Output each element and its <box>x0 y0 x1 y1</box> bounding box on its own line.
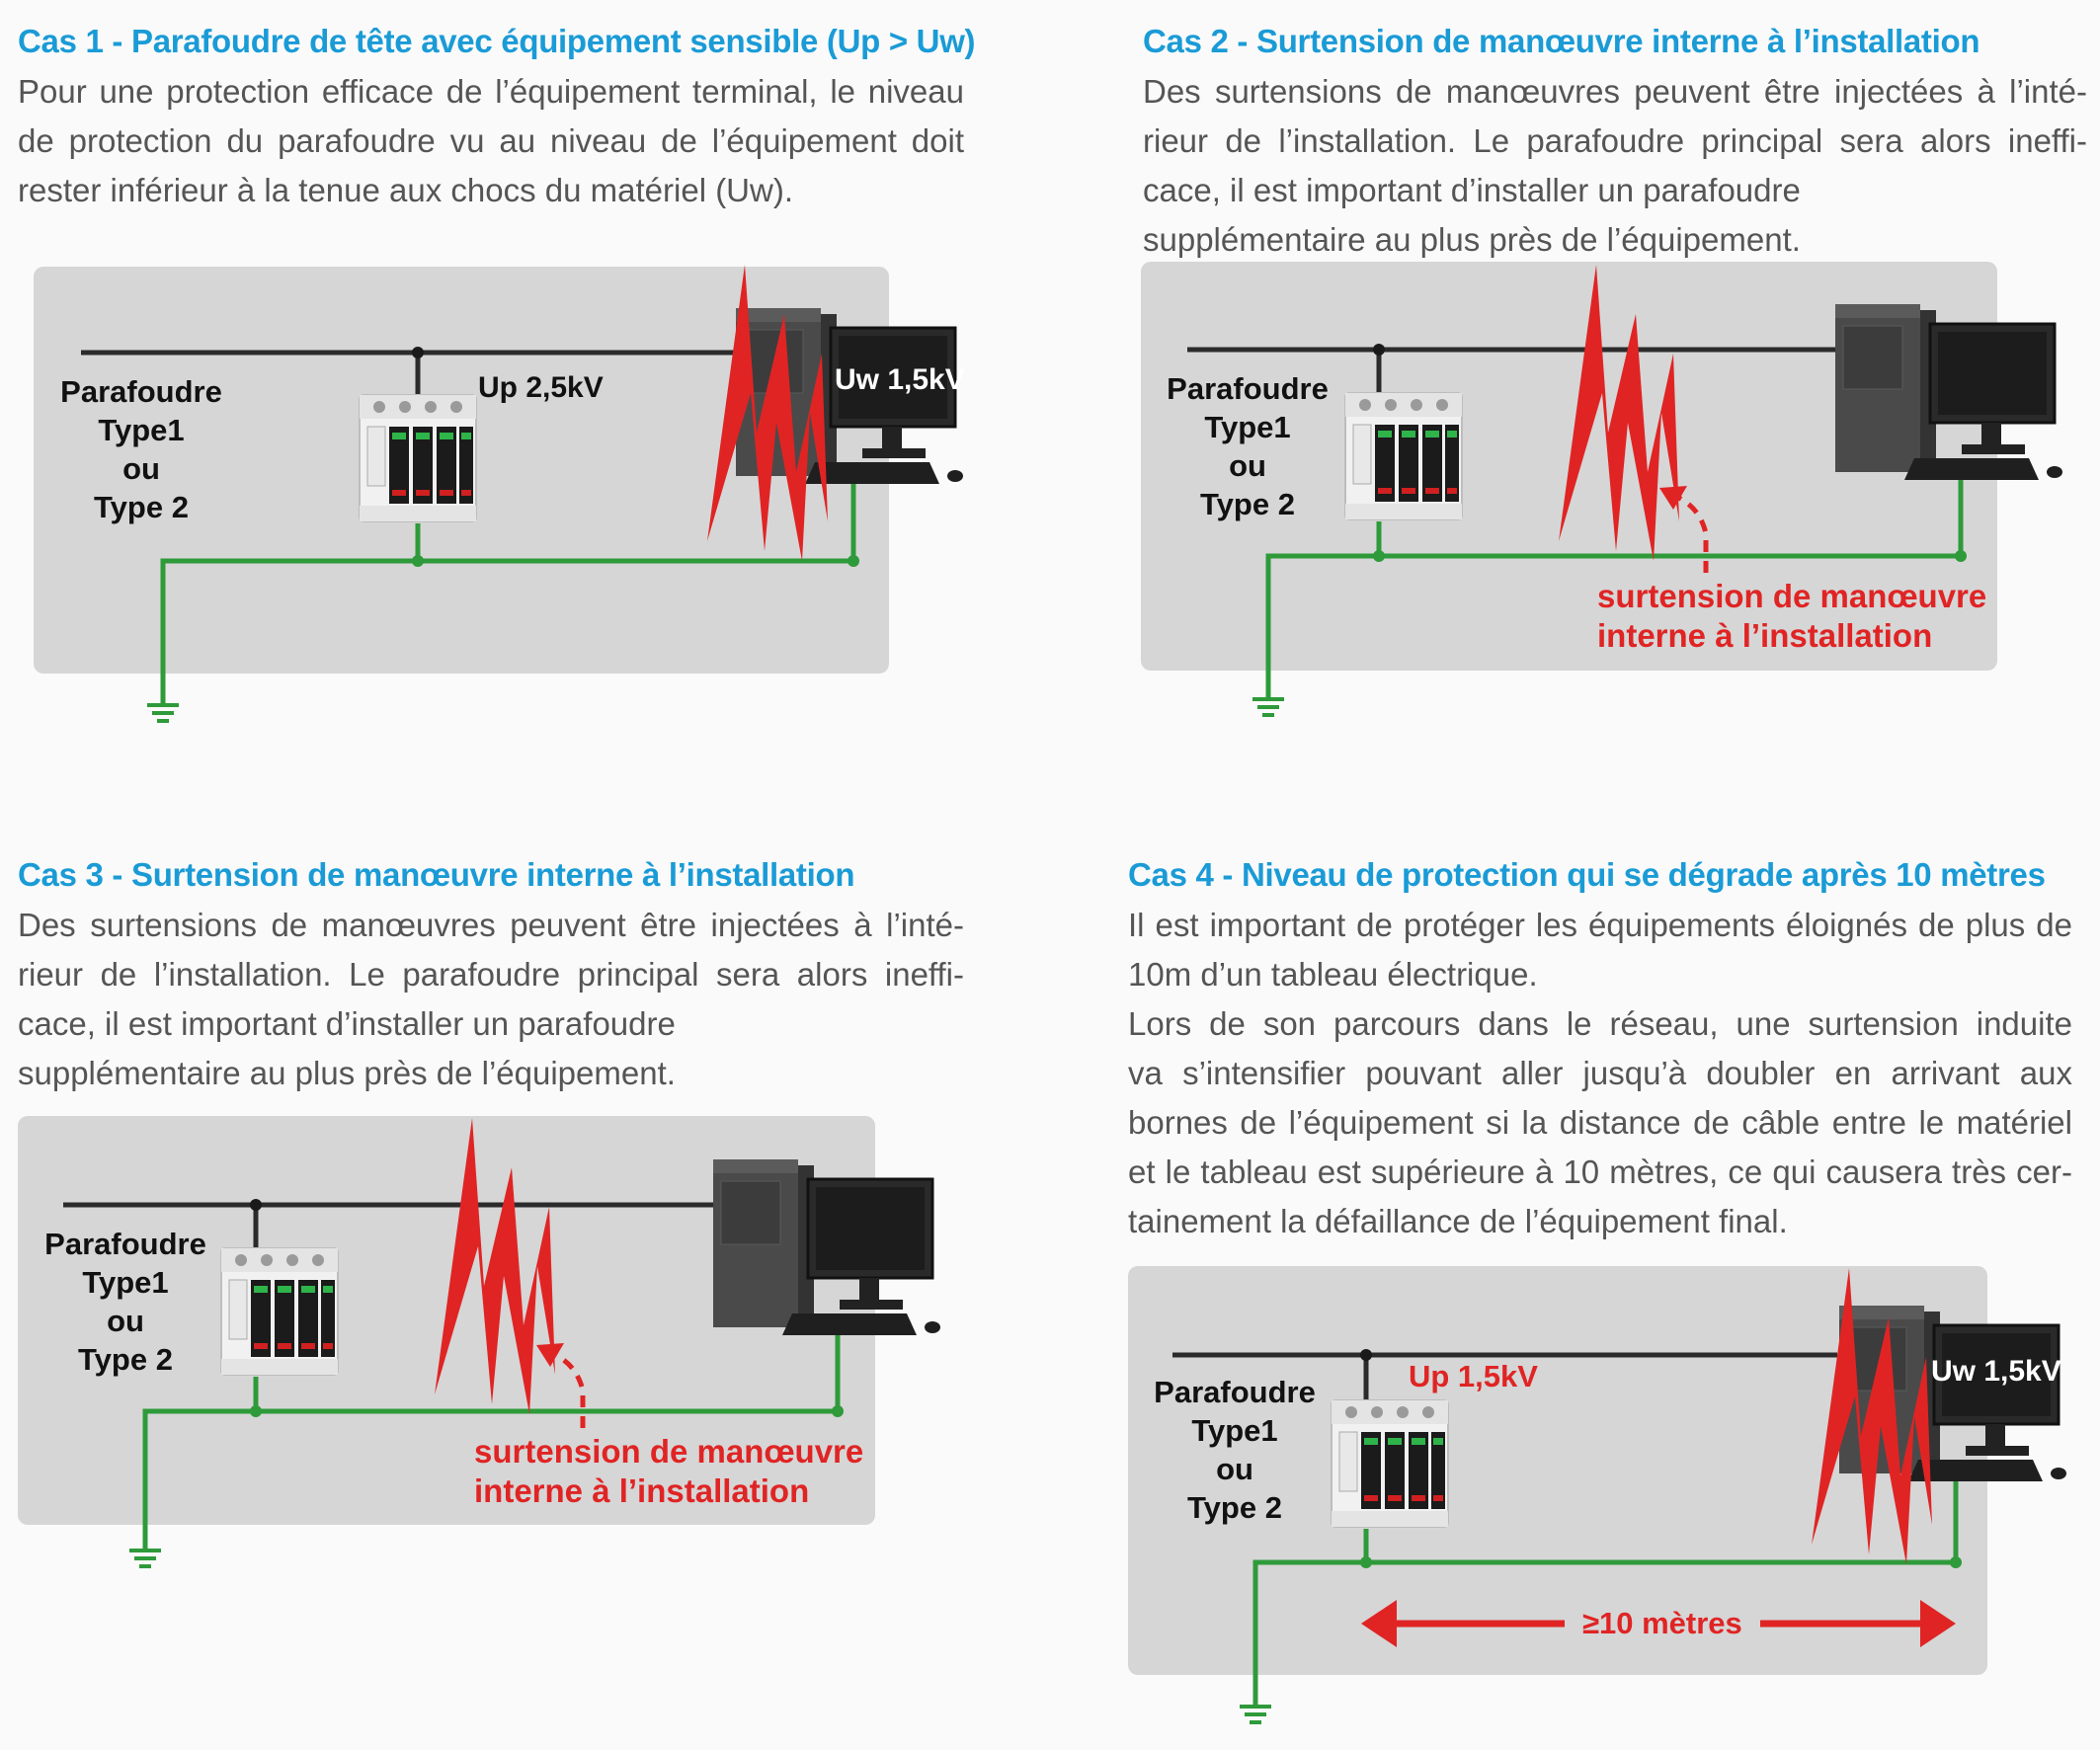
case4-body: Il est important de protéger les équipem… <box>1128 907 2072 1239</box>
ground-icon <box>145 703 181 723</box>
arrow-left-icon <box>1361 1600 1397 1647</box>
surge-arrester <box>359 394 477 522</box>
case1-body: Pour une protection efficace de l’équipe… <box>18 73 964 208</box>
case1-diagram <box>34 265 965 723</box>
ground-icon <box>127 1549 163 1568</box>
surge-arrester <box>1331 1399 1449 1528</box>
case3-diagram <box>18 1116 942 1568</box>
case2-section: Cas 2 - Surtension de manœuvre interne à… <box>1143 20 2091 265</box>
case2-title: Cas 2 - Surtension de manœuvre interne à… <box>1143 23 1980 59</box>
case4-panel <box>1128 1266 1987 1675</box>
ground-icon <box>1251 697 1286 717</box>
case4-title: Cas 4 - Niveau de protection qui se dégr… <box>1128 856 2046 893</box>
case4-up-label: Up 1,5kV <box>1409 1359 1538 1393</box>
case2-surge-label: surtension de manœuvre interne à l’insta… <box>1597 578 1987 654</box>
case3-title: Cas 3 - Surtension de manœuvre interne à… <box>18 856 855 893</box>
case4-distance-label: ≥10 mètres <box>1582 1606 1742 1640</box>
case1-uw-label: Uw 1,5kV <box>835 363 965 396</box>
case3-body: Des surtensions de manœuvres peuvent êtr… <box>18 907 964 1091</box>
case1-title: Cas 1 - Parafoudre de tête avec équipeme… <box>18 23 976 59</box>
arrow-right-icon <box>1920 1600 1956 1647</box>
case2-body: Des surtensions de manœuvres peuvent êtr… <box>1143 73 2087 258</box>
case1-up-label: Up 2,5kV <box>478 371 604 404</box>
case4-section: Cas 4 - Niveau de protection qui se dégr… <box>1128 853 2078 1246</box>
case2-diagram <box>1141 262 2064 717</box>
surge-arrester <box>1344 392 1463 520</box>
case4-diagram <box>1128 1266 2068 1724</box>
case1-section: Cas 1 - Parafoudre de tête avec équipeme… <box>18 20 976 215</box>
case3-surge-label: surtension de manœuvre interne à l’insta… <box>474 1433 864 1509</box>
case4-uw-label: Uw 1,5kV <box>1931 1355 2061 1388</box>
surge-arrester <box>220 1247 339 1376</box>
ground-icon <box>1238 1705 1273 1724</box>
case3-section: Cas 3 - Surtension de manœuvre interne à… <box>18 853 966 1098</box>
